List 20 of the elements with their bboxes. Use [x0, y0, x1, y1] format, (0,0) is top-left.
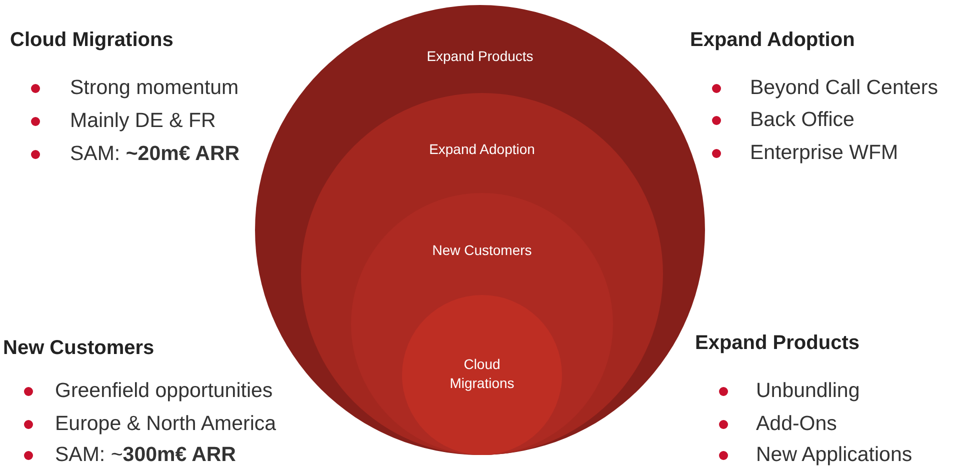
section-heading: New Customers	[3, 336, 154, 360]
bullet-text: Enterprise WFM	[750, 141, 898, 165]
bullet-text: Greenfield opportunities	[55, 379, 273, 403]
bullet-text: Back Office	[750, 108, 854, 132]
bullet-text: SAM: ~300m€ ARR	[55, 443, 236, 467]
bullet-text: SAM: ~20m€ ARR	[70, 142, 240, 166]
bullet-text: Strong momentum	[70, 76, 239, 100]
bullet-text: Add-Ons	[756, 412, 837, 436]
circle-label: Expand Adoption	[428, 140, 536, 159]
section-heading: Cloud Migrations	[10, 28, 174, 52]
circle-label: New Customers	[431, 241, 533, 260]
bullet-text: New Applications	[756, 443, 912, 467]
bullet-text: Unbundling	[756, 379, 860, 403]
bullet-text: Europe & North America	[55, 412, 276, 436]
section-heading: Expand Products	[695, 331, 860, 355]
section-heading: Expand Adoption	[690, 28, 855, 52]
bullet-text: Beyond Call Centers	[750, 76, 938, 100]
circle-label: Cloud Migrations	[448, 355, 516, 393]
bullet-text: Mainly DE & FR	[70, 109, 216, 133]
circle-label: Expand Products	[426, 47, 534, 66]
